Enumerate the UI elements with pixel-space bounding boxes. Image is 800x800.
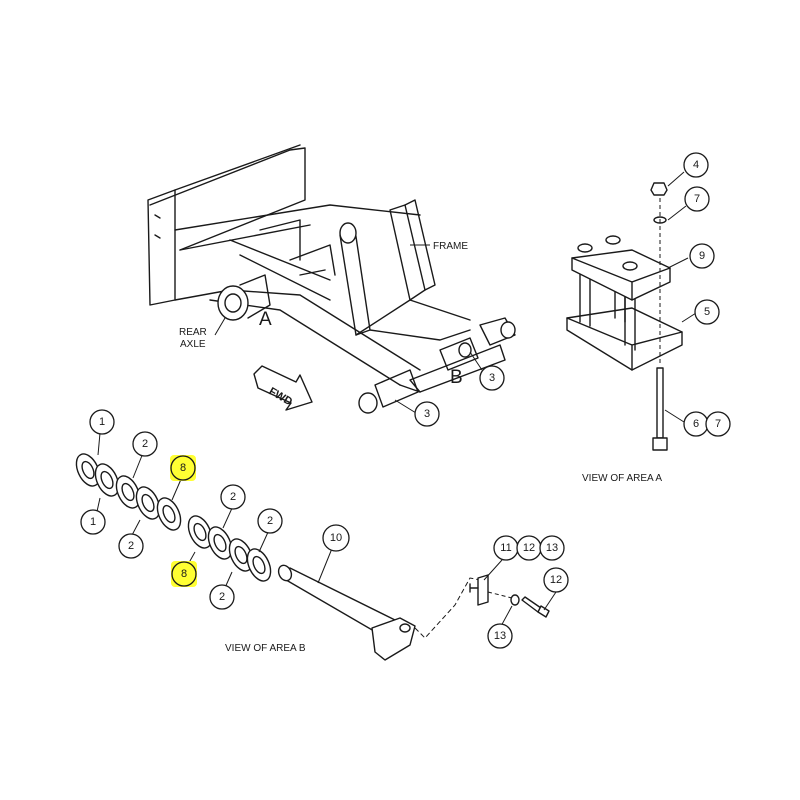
mount-assembly-drawing [566,182,683,451]
callout-4: 4 [683,152,709,178]
callout-3-upper: 3 [479,365,505,391]
callout-2-e: 2 [209,584,235,610]
callout-text: 12 [550,574,562,586]
callout-10: 10 [322,524,350,552]
callout-13-top: 13 [539,535,565,561]
callout-text: 7 [715,418,721,430]
callout-text: 11 [500,542,511,554]
callout-13-bottom: 13 [487,623,513,649]
callout-text: 3 [489,372,495,384]
callout-8-top-highlighted: 8 [170,455,196,481]
callout-text: 5 [704,306,710,318]
callout-1-bottom: 1 [80,509,106,535]
callout-text: 8 [180,462,186,474]
mount-leader-lines [664,171,697,423]
callout-text: 2 [230,491,236,503]
callout-11: 11 [493,535,519,561]
callout-12-top: 12 [516,535,542,561]
callout-7-top: 7 [684,186,710,212]
machine-frame-drawing [147,144,516,414]
callout-text: 10 [330,532,342,544]
area-a-marker: A [259,309,272,330]
axle-label: AXLE [180,339,206,350]
callout-text: 6 [693,418,699,430]
callout-text: 3 [424,408,430,420]
callout-text: 13 [494,630,506,642]
callout-12-right: 12 [543,567,569,593]
frame-leader-lines [214,244,483,414]
callout-6: 6 [683,411,709,437]
callout-text: 2 [128,540,134,552]
callout-2-c: 2 [220,484,246,510]
rear-label: REAR [179,327,207,338]
callout-3-lower: 3 [414,401,440,427]
callout-text: 9 [699,250,705,262]
callout-text: 4 [693,159,699,171]
callout-text: 8 [181,568,187,580]
forward-arrow-icon [253,365,313,411]
callout-2-b: 2 [118,533,144,559]
frame-label: FRAME [433,241,468,252]
callout-text: 12 [523,542,535,554]
callout-5: 5 [694,299,720,325]
view-of-area-a-title: VIEW OF AREA A [582,473,662,484]
view-of-area-b-title: VIEW OF AREA B [225,643,306,654]
callout-text: 1 [90,516,96,528]
callout-text: 2 [267,515,273,527]
callout-text: 2 [219,591,225,603]
callout-7-bottom: 7 [705,411,731,437]
callout-2-d: 2 [257,508,283,534]
callout-9: 9 [689,243,715,269]
callout-text: 1 [99,416,105,428]
callout-8-bottom-highlighted: 8 [171,561,197,587]
callout-2-a: 2 [132,431,158,457]
area-b-marker: B [450,367,463,388]
washer-stack-drawing [75,453,272,582]
callout-text: 13 [546,542,558,554]
callout-text: 7 [694,193,700,205]
callout-text: 2 [142,438,148,450]
pin-assembly-drawing [277,564,550,661]
callout-1-top: 1 [89,409,115,435]
